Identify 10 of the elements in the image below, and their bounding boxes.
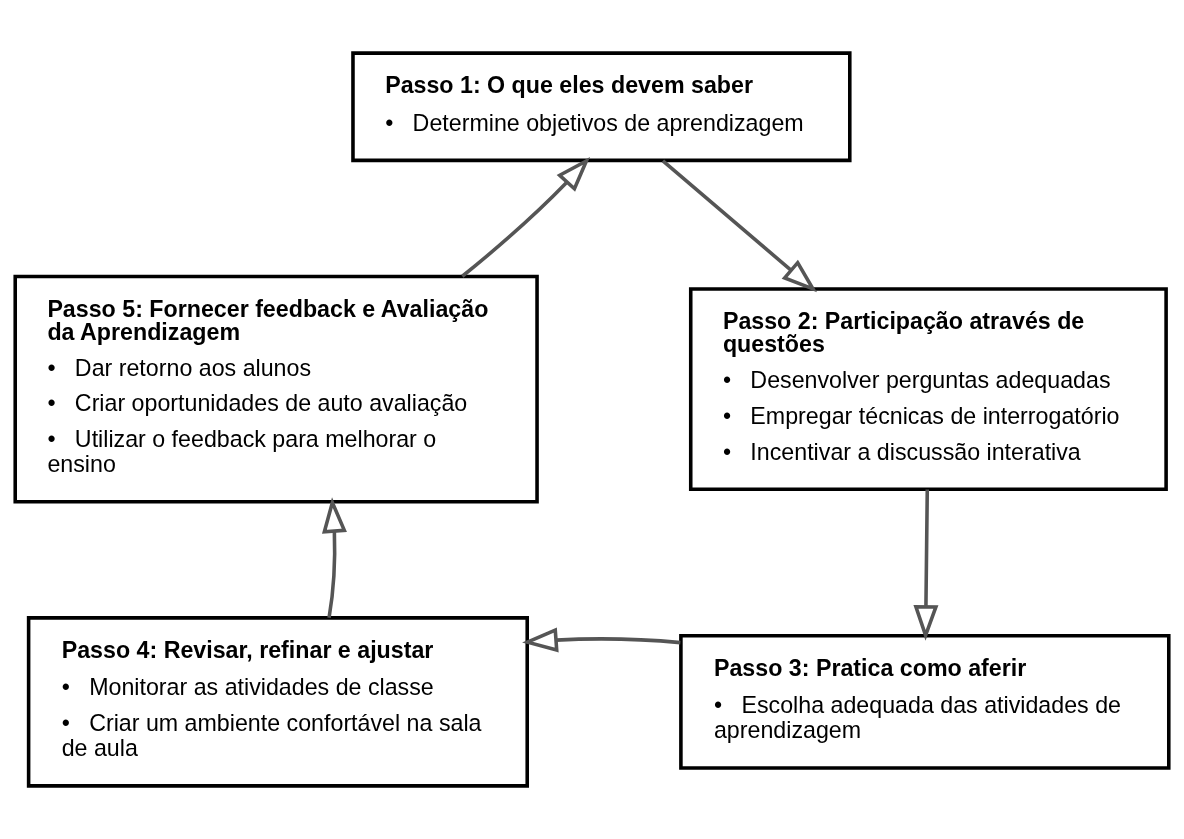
arrow bbox=[522, 627, 681, 653]
node-box: Passo 2: Participação através de questões • Desenvolver perguntas adequadas • Empregar técnicas de interrogatório • Incentivar a discussão interativa bbox=[688, 287, 1168, 491]
arrow bbox=[322, 497, 347, 618]
arrow bbox=[661, 159, 817, 293]
node-box: Passo 3: Pratica como aferir • Escolha adequada das atividades de aprendizagem bbox=[679, 633, 1171, 770]
node-box: Passo 5: Fornecer feedback e Avaliação da Aprendizagem • Dar retorno aos alunos • Criar oportunidades de auto avaliação • Utilizar o feedback para melhorar o ensino bbox=[13, 274, 539, 504]
arrow bbox=[913, 489, 939, 641]
arrow bbox=[461, 157, 591, 278]
node-box: Passo 1: O que eles devem saber • Determine objetivos de aprendizagem bbox=[351, 51, 852, 163]
node-box: Passo 4: Revisar, refinar e ajustar • Monitorar as atividades de classe • Criar um ambiente confortável na sala de aula bbox=[26, 616, 529, 788]
